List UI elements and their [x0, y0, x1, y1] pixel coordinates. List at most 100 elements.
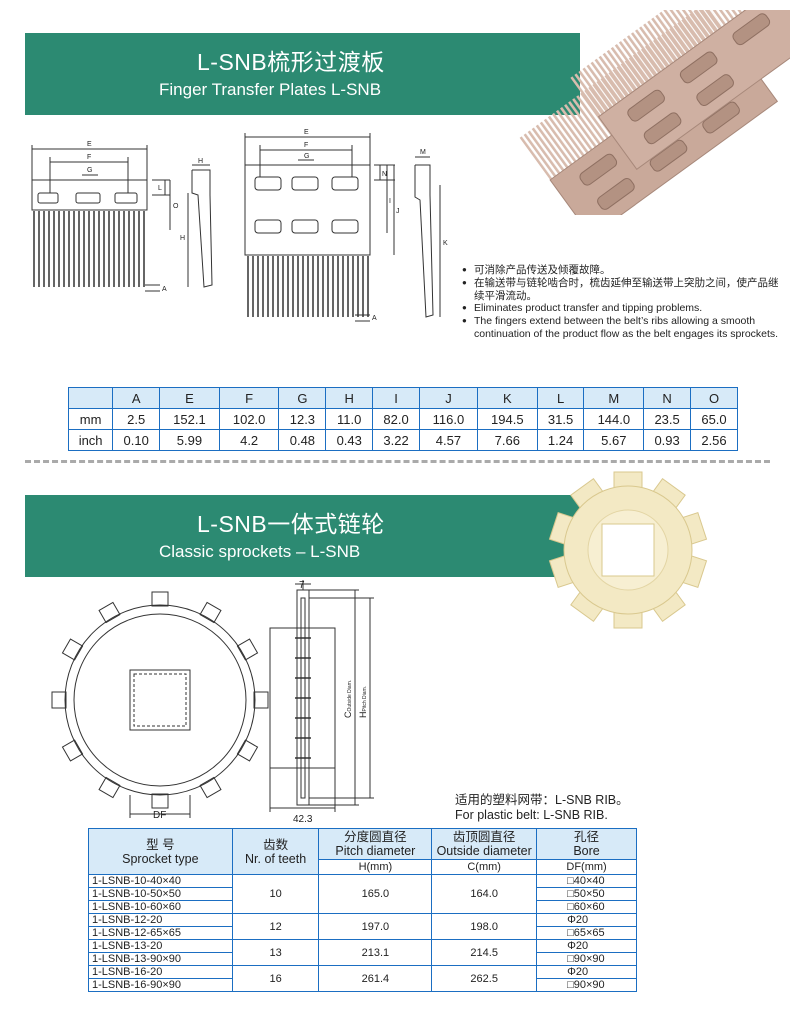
- finger-plate-photo: [519, 10, 790, 215]
- dimension-value: 23.5: [643, 408, 692, 430]
- dimension-header-h: H: [325, 387, 374, 409]
- note-item: The fingers extend between the belt’s ri…: [462, 315, 782, 341]
- sprocket-unit-row: H(mm) C(mm) DF(mm): [89, 859, 637, 875]
- section1-banner: L-SNB梳形过渡板 Finger Transfer Plates L-SNB: [25, 33, 580, 115]
- label-width-7: 7: [299, 580, 305, 591]
- table-row: 1-LSNB-12-65×65 □65×65: [88, 926, 637, 940]
- section1-title-zh: L-SNB梳形过渡板: [197, 49, 385, 75]
- dimension-header-k: K: [476, 387, 538, 409]
- dimension-value: 3.22: [372, 429, 420, 451]
- unit-pitch: H(mm): [318, 859, 433, 875]
- label-f-large: F: [304, 142, 308, 149]
- dimension-value: 7.66: [476, 429, 538, 451]
- dimension-value: 2.5: [112, 408, 161, 430]
- dimension-header-m: M: [583, 387, 645, 409]
- table-row: 1-LSNB-13-20 13 213.1 214.5 Φ20: [88, 939, 637, 966]
- label-h2: H: [180, 235, 185, 242]
- label-h: H: [358, 712, 368, 719]
- dimension-unit: mm: [67, 408, 114, 430]
- unit-bore: DF(mm): [536, 859, 637, 875]
- dimension-value: 31.5: [536, 408, 585, 430]
- dimension-value: 1.24: [536, 429, 585, 451]
- section2-title-zh: L-SNB一体式链轮: [197, 511, 385, 537]
- note-item: Eliminates product transfer and tipping …: [462, 302, 782, 315]
- section1-title-en: Finger Transfer Plates L-SNB: [159, 80, 382, 99]
- dimension-value: 5.67: [583, 429, 645, 451]
- dimension-header-n: N: [643, 387, 692, 409]
- label-i: I: [389, 198, 391, 205]
- label-n: N: [382, 171, 387, 178]
- dimension-header-l: L: [536, 387, 585, 409]
- table-row: 1-LSNB-10-40×40 10 165.0 164.0 □40×40: [88, 874, 637, 914]
- dimension-value: 152.1: [159, 408, 220, 430]
- suitable-belt-note: 适用的塑料网带：L-SNB RIB。 For plastic belt: L-S…: [455, 793, 629, 823]
- label-df: DF: [153, 810, 166, 821]
- table-row: 1-LSNB-12-20 12 197.0 198.0 Φ20: [88, 913, 637, 940]
- label-l: L: [158, 185, 162, 192]
- dimension-value: 5.99: [159, 429, 220, 451]
- dimension-unit: inch: [67, 429, 114, 451]
- dimension-header-blank: [67, 387, 114, 409]
- section2-title-en: Classic sprockets – L-SNB: [159, 542, 361, 561]
- table-row: 1-LSNB-10-50×50 □50×50: [88, 887, 637, 901]
- label-h: H: [198, 158, 203, 165]
- dimension-value: 11.0: [325, 408, 374, 430]
- dimension-value: 82.0: [372, 408, 420, 430]
- label-e: E: [87, 141, 92, 148]
- note-item: 在输送带与链轮啮合时，梳齿延伸至输送带上突肋之间，使产品继续平滑流动。: [462, 277, 782, 303]
- label-c-sub: Outside Diam.: [347, 680, 353, 712]
- dimension-header-o: O: [690, 387, 738, 409]
- feature-notes: 可消除产品传送及倾覆故障。 在输送带与链轮啮合时，梳齿延伸至输送带上突肋之间，使…: [462, 264, 782, 341]
- dimension-header-f: F: [218, 387, 280, 409]
- section2-banner: L-SNB一体式链轮 Classic sprockets – L-SNB: [25, 495, 580, 577]
- label-g-large: G: [304, 153, 309, 160]
- dimension-value: 144.0: [583, 408, 645, 430]
- label-k: K: [443, 240, 448, 247]
- dimension-value: 0.48: [278, 429, 327, 451]
- plate-drawing-large: E F G N I J M K A: [244, 129, 448, 322]
- dimension-value: 2.56: [690, 429, 738, 451]
- label-a-large: A: [372, 315, 377, 322]
- label-f: F: [87, 154, 91, 161]
- unit-outer: C(mm): [431, 859, 538, 875]
- dimension-value: 116.0: [418, 408, 478, 430]
- dimension-value: 194.5: [476, 408, 538, 430]
- label-g: G: [87, 167, 92, 174]
- section-divider: [25, 460, 770, 463]
- plate-drawing-small: E F G L O H H A: [31, 141, 213, 293]
- label-h-sub: Pitch Diam.: [362, 686, 368, 712]
- label-j: J: [396, 208, 400, 215]
- label-e-large: E: [304, 129, 309, 136]
- dimension-header-e: E: [159, 387, 220, 409]
- label-m: M: [420, 149, 426, 156]
- dimension-value: 0.10: [112, 429, 161, 451]
- suitable-belt-zh: 适用的塑料网带：L-SNB RIB。: [455, 793, 629, 807]
- label-o: O: [173, 203, 179, 210]
- dimension-value: 0.43: [325, 429, 374, 451]
- label-width-42: 42.3: [293, 814, 313, 825]
- label-pitch-diam: HPitch Diam.: [358, 686, 368, 718]
- note-item: 可消除产品传送及倾覆故障。: [462, 264, 782, 277]
- label-outside-diam: COutside Diam.: [343, 680, 353, 718]
- dimension-value: 102.0: [218, 408, 280, 430]
- dimension-header-i: I: [372, 387, 420, 409]
- table-row: 1-LSNB-16-20 16 261.4 262.5 Φ20: [88, 965, 637, 992]
- sprocket-drawing-front: DF: [51, 591, 269, 821]
- dimension-header-j: J: [418, 387, 478, 409]
- dimension-header-g: G: [278, 387, 327, 409]
- table-row: 1-LSNB-16-90×90 □90×90: [88, 978, 637, 992]
- dimension-value: 4.57: [418, 429, 478, 451]
- dimension-value: 4.2: [218, 429, 280, 451]
- dimension-header-a: A: [112, 387, 161, 409]
